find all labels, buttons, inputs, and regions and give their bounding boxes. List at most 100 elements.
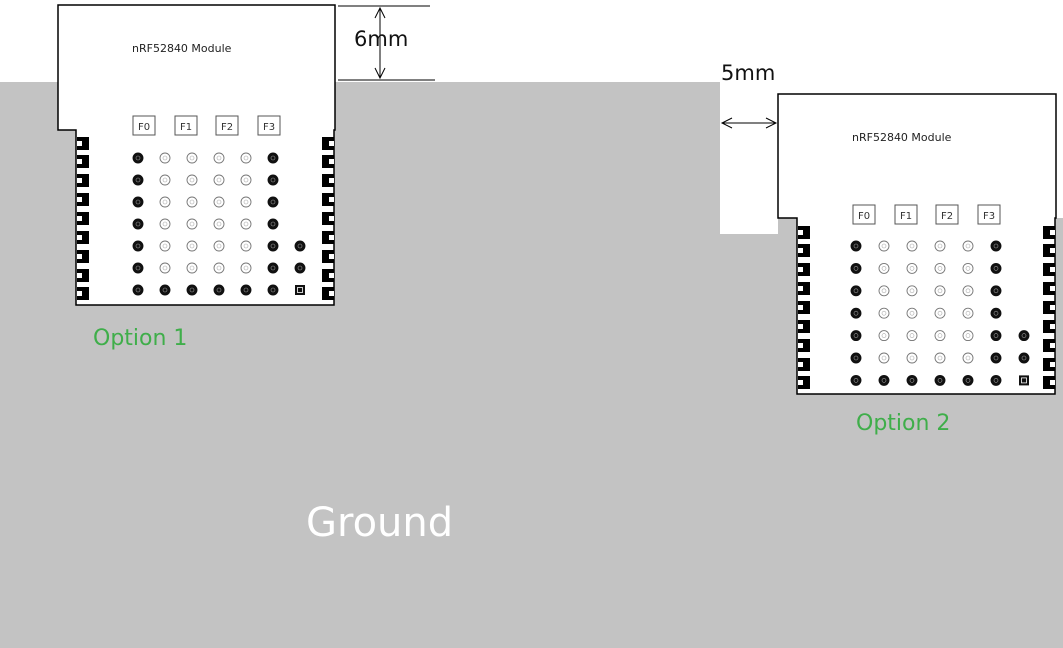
outline-pad xyxy=(240,152,252,164)
outline-pad xyxy=(906,307,918,319)
castellation-hole xyxy=(798,267,803,272)
pad-center-mark xyxy=(189,155,195,161)
castellation-hole xyxy=(1050,286,1055,291)
castellation-pad xyxy=(322,231,334,244)
castellation-hole xyxy=(798,286,803,291)
pad-center-mark xyxy=(270,243,276,249)
outline-pad xyxy=(159,262,171,274)
filled-pad xyxy=(267,196,279,208)
castellation-hole xyxy=(77,254,82,259)
pad-center-mark xyxy=(881,378,887,383)
f-pad-f1: F1 xyxy=(894,204,918,225)
filled-pad xyxy=(294,240,306,252)
pad-center-mark xyxy=(965,378,971,383)
castellation-pad xyxy=(1043,282,1055,295)
outline-pad xyxy=(213,218,225,230)
castellation-pad xyxy=(322,212,334,225)
square-pad xyxy=(295,285,305,295)
outline-pad xyxy=(878,285,890,297)
castellation-hole xyxy=(329,273,334,278)
outline-pad xyxy=(240,262,252,274)
pad-center-mark xyxy=(853,243,859,249)
outline-pad xyxy=(213,196,225,208)
castellation-pad xyxy=(798,301,810,314)
pad-center-mark xyxy=(243,221,249,227)
f-pad-f3: F3 xyxy=(977,204,1001,225)
pad-center-mark xyxy=(189,177,195,183)
pad-center-mark xyxy=(993,310,999,316)
pad-center-mark xyxy=(243,243,249,249)
pad-center-mark xyxy=(909,333,915,338)
castellation-pad xyxy=(322,174,334,187)
pad-grid xyxy=(850,240,1030,386)
arrow-head-icon xyxy=(720,117,733,129)
pad-center-mark xyxy=(243,199,249,205)
pad-center-mark xyxy=(162,199,168,205)
pad-center-mark xyxy=(297,243,303,249)
pad-center-mark xyxy=(909,310,915,316)
outline-pad xyxy=(213,240,225,252)
filled-pad xyxy=(132,174,144,186)
castellation-pad xyxy=(77,231,89,244)
pad-center-mark xyxy=(216,155,222,161)
f-pad-label: F2 xyxy=(221,122,233,133)
pad-center-mark xyxy=(993,266,999,271)
pad-center-mark xyxy=(216,287,222,293)
filled-pad xyxy=(294,262,306,274)
module-title: nRF52840 Module xyxy=(852,131,952,144)
castellation-pad xyxy=(1043,301,1055,314)
filled-pad xyxy=(990,240,1002,252)
outline-pad xyxy=(906,352,918,364)
outline-pad xyxy=(213,152,225,164)
arrow-head-icon xyxy=(765,117,778,129)
pad-center-mark xyxy=(881,310,887,316)
pad-center-mark xyxy=(853,355,859,361)
f-pad-label: F1 xyxy=(180,122,192,133)
filled-pad xyxy=(906,374,918,386)
castellation-hole xyxy=(798,362,803,367)
castellation-pad xyxy=(77,287,89,300)
castellation-hole xyxy=(798,380,803,385)
castellation-pad xyxy=(77,137,89,150)
pad-center-mark xyxy=(216,221,222,227)
castellation-pad xyxy=(1043,376,1055,389)
castellation-pad xyxy=(77,174,89,187)
castellation-pads-left xyxy=(798,226,810,389)
castellation-pad xyxy=(322,193,334,206)
f-pad-label: F0 xyxy=(858,211,870,222)
pad-center-mark xyxy=(135,287,141,293)
filled-pad xyxy=(267,174,279,186)
castellation-hole xyxy=(1050,324,1055,329)
filled-pad xyxy=(132,218,144,230)
castellation-pad xyxy=(1043,263,1055,276)
pad-center-mark xyxy=(937,355,943,361)
outline-pad xyxy=(186,218,198,230)
square-pad xyxy=(1019,375,1029,386)
pad-center-mark xyxy=(216,265,222,271)
pad-center-mark xyxy=(162,287,168,293)
module-option-2: nRF52840 Module F0 F1 F2 F3 xyxy=(777,93,1057,395)
outline-pad xyxy=(906,330,918,342)
filled-pad xyxy=(132,262,144,274)
outline-pad xyxy=(962,285,974,297)
pad-center-mark xyxy=(297,265,303,271)
filled-pad xyxy=(132,240,144,252)
outline-pad xyxy=(186,152,198,164)
pad-center-mark xyxy=(189,287,195,293)
outline-pad xyxy=(962,330,974,342)
castellation-hole xyxy=(1050,230,1055,235)
f-pad-f3: F3 xyxy=(257,115,281,136)
castellation-hole xyxy=(329,291,334,296)
pad-center-mark xyxy=(881,243,887,249)
pad-center-mark xyxy=(853,333,859,338)
pad-center-mark xyxy=(135,265,141,271)
castellation-pad xyxy=(798,263,810,276)
castellation-hole xyxy=(77,235,82,240)
pad-center-mark xyxy=(243,287,249,293)
pad-center-mark xyxy=(909,355,915,361)
outline-pad xyxy=(934,352,946,364)
pad-center-mark xyxy=(909,288,915,294)
pad-center-mark xyxy=(135,155,141,161)
pad-center-mark xyxy=(881,288,887,294)
